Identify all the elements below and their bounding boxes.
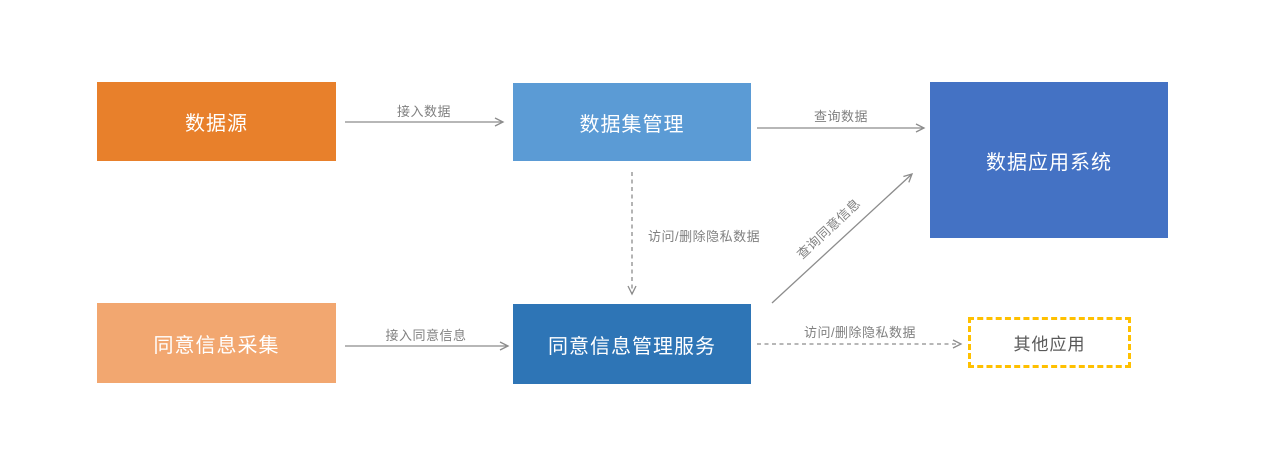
edge-label-access-delete-private-data-2: 访问/删除隐私数据 [803, 325, 917, 340]
node-consent-info-collection: 同意信息采集 [97, 303, 336, 383]
edge-query-consent [771, 173, 914, 304]
node-dataset-management-label: 数据集管理 [579, 113, 685, 136]
edge-label-access-delete-private-data: 访问/删除隐私数据 [648, 229, 761, 244]
edge-label-access-consent-info: 接入同意信息 [385, 328, 467, 343]
node-data-application-system: 数据应用系统 [930, 82, 1168, 238]
node-data-application-system-label: 数据应用系统 [986, 151, 1112, 174]
node-other-applications-label: 其他应用 [1013, 335, 1086, 354]
edge-label-query-consent-info: 查询同意信息 [793, 195, 864, 262]
node-consent-info-collection-label: 同意信息采集 [153, 334, 280, 357]
node-dataset-management: 数据集管理 [513, 83, 751, 161]
node-consent-info-management-service: 同意信息管理服务 [513, 304, 751, 384]
edge-label-access-data: 接入数据 [396, 104, 452, 119]
node-data-source: 数据源 [97, 82, 336, 161]
node-data-source-label: 数据源 [185, 113, 248, 135]
edge-label-query-data: 查询数据 [813, 109, 869, 124]
node-other-applications: 其他应用 [968, 317, 1131, 368]
node-consent-info-management-service-label: 同意信息管理服务 [548, 335, 716, 358]
